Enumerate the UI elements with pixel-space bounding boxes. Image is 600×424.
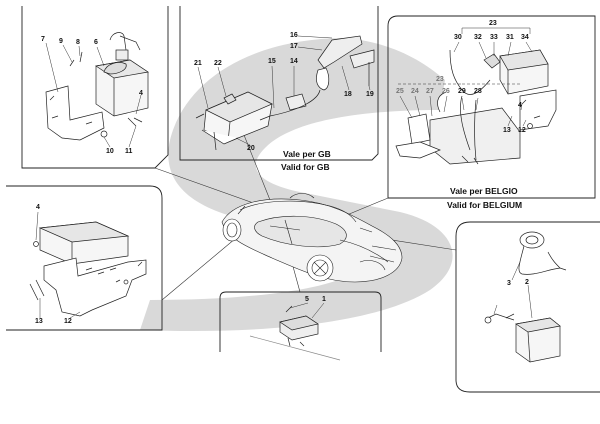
callout-18: 18	[344, 91, 352, 98]
callout-12-left: 12	[64, 318, 72, 325]
callout-10: 10	[106, 148, 114, 155]
callout-4: 4	[139, 90, 143, 97]
caption-gb-english: Valid for GB	[281, 162, 330, 172]
callout-17: 17	[290, 43, 298, 50]
callout-31: 31	[506, 34, 514, 41]
panel-4-leaders	[35, 211, 81, 319]
callout-11: 11	[125, 148, 133, 155]
callout-4-left: 4	[36, 204, 40, 211]
callout-29: 29	[458, 88, 466, 95]
watermark-swoosh	[140, 38, 453, 332]
callout-3: 3	[507, 280, 511, 287]
panel-5-leaders	[289, 302, 325, 319]
panel-3-leaders	[399, 27, 533, 127]
caption-gb-italian: Vale per GB	[283, 149, 331, 159]
panel-6-parts	[484, 231, 567, 363]
callout-4-belgium: 4	[518, 102, 522, 109]
callout-12-belgium: 12	[518, 127, 526, 134]
panel-frame-top-right	[387, 15, 596, 199]
callout-24: 24	[411, 88, 419, 95]
callout-28: 28	[474, 88, 482, 95]
panel-frame-bottom-center	[219, 291, 382, 352]
callout-23-lower: 23	[436, 76, 444, 83]
callout-20: 20	[247, 145, 255, 152]
callout-6: 6	[94, 39, 98, 46]
panel-frame-middle-left	[6, 185, 163, 331]
panel-2-leaders	[197, 35, 371, 146]
panel-frame-bottom-right	[455, 221, 600, 393]
callout-5: 5	[305, 296, 309, 303]
callout-32: 32	[474, 34, 482, 41]
callout-13-belgium: 13	[503, 127, 511, 134]
panel-6-leaders	[493, 261, 533, 319]
panel-4-parts	[29, 221, 147, 317]
callout-15: 15	[268, 58, 276, 65]
panel-frames	[6, 6, 600, 393]
callout-9: 9	[59, 38, 63, 45]
caption-belgium-english: Valid for BELGIUM	[447, 200, 523, 210]
callout-22: 22	[214, 60, 222, 67]
callout-14: 14	[290, 58, 298, 65]
panel-1-parts	[45, 32, 149, 141]
callout-19: 19	[366, 91, 374, 98]
callout-8: 8	[76, 39, 80, 46]
callout-16: 16	[290, 32, 298, 39]
panel-5-parts	[249, 305, 341, 361]
panel-1-leaders	[45, 42, 142, 148]
callout-23-top: 23	[489, 20, 497, 27]
callout-30: 30	[454, 34, 462, 41]
callout-34: 34	[521, 34, 529, 41]
callout-33: 33	[490, 34, 498, 41]
callout-1: 1	[322, 296, 326, 303]
caption-belgium-italian: Vale per BELGIO	[450, 186, 518, 196]
callout-7: 7	[41, 36, 45, 43]
panel-3-parts	[395, 49, 557, 165]
panel-2-parts	[195, 35, 375, 151]
panel-frame-top-center	[179, 6, 379, 161]
callout-25: 25	[396, 88, 404, 95]
callout-2: 2	[525, 279, 529, 286]
callout-27: 27	[426, 88, 434, 95]
callout-13-left: 13	[35, 318, 43, 325]
callout-21: 21	[194, 60, 202, 67]
car-illustration	[221, 193, 403, 283]
callout-26: 26	[442, 88, 450, 95]
